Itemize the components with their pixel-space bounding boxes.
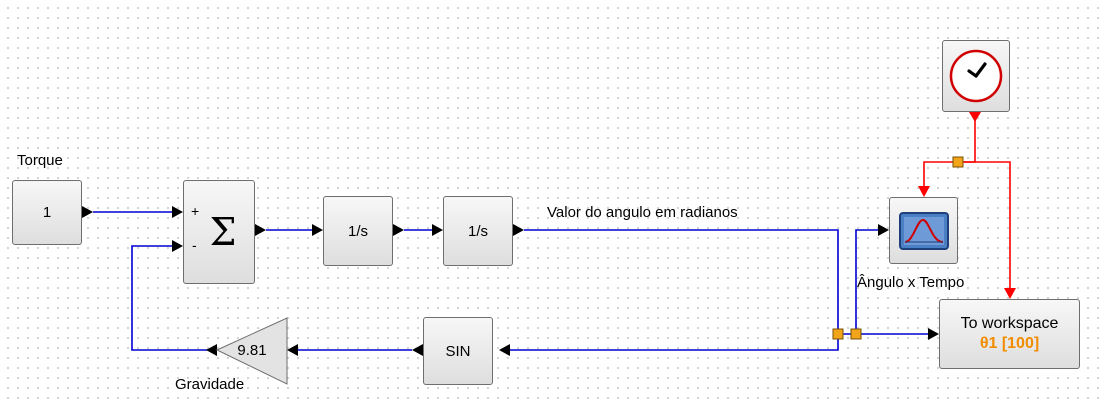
event-arrow-workspace xyxy=(1004,288,1016,299)
arrow-sum-in2 xyxy=(172,240,183,252)
arrow-int2-in xyxy=(432,224,443,236)
integrator-1-label: 1/s xyxy=(347,222,368,240)
clock-block[interactable] xyxy=(942,40,1010,112)
arrow-int1-in xyxy=(312,224,323,236)
scope-icon xyxy=(898,211,949,250)
link-int2-to-split[interactable] xyxy=(524,229,839,334)
split-point-signal-1[interactable] xyxy=(832,328,844,340)
link-split-to-sin[interactable] xyxy=(510,334,839,351)
arrow-sum-in1 xyxy=(172,206,183,218)
port-sin-out xyxy=(412,344,423,356)
integrator-block-1[interactable]: 1/s xyxy=(323,196,393,266)
constant-block[interactable]: 1 xyxy=(12,180,82,245)
link-gain-to-sum[interactable] xyxy=(131,245,217,351)
workspace-title: To workspace xyxy=(960,315,1059,332)
event-link-clock[interactable] xyxy=(958,114,976,163)
integrator-block-2[interactable]: 1/s xyxy=(443,196,513,266)
split-point-signal-2[interactable] xyxy=(850,328,862,340)
clock-icon xyxy=(949,49,1003,103)
arrow-gain-out xyxy=(206,344,217,356)
workspace-variable: θ1 [100] xyxy=(979,335,1040,352)
port-int2-out xyxy=(513,224,524,236)
torque-label: Torque xyxy=(17,152,63,169)
scope-block[interactable] xyxy=(889,197,958,264)
link-split-to-scope[interactable] xyxy=(855,229,878,334)
sum-block[interactable]: + - Σ xyxy=(183,180,255,284)
gain-block[interactable] xyxy=(215,317,288,385)
to-workspace-block[interactable]: To workspace θ1 [100] xyxy=(939,299,1080,369)
event-link-to-workspace[interactable] xyxy=(958,161,1011,288)
sin-label: SIN xyxy=(445,342,471,360)
gravidade-label: Gravidade xyxy=(175,376,245,393)
sin-block[interactable]: SIN xyxy=(423,317,493,385)
constant-value: 1 xyxy=(42,204,52,221)
arrow-sin-in xyxy=(499,344,510,356)
sum-symbol: Σ xyxy=(209,210,237,254)
event-port-clock xyxy=(969,112,981,122)
sum-plus-sign: + xyxy=(191,203,200,219)
port-sum-out xyxy=(255,224,266,236)
event-link-to-scope[interactable] xyxy=(923,161,958,186)
scope-title-label: Ângulo x Tempo xyxy=(857,274,965,291)
integrator-2-label: 1/s xyxy=(467,222,488,240)
arrow-gain-in xyxy=(287,344,298,356)
port-const-out xyxy=(82,206,93,218)
sum-minus-sign: - xyxy=(192,237,197,253)
gain-value: 9.81 xyxy=(237,342,266,359)
split-point-event[interactable] xyxy=(952,156,964,168)
arrow-workspace-in xyxy=(928,328,939,340)
port-int1-out xyxy=(393,224,404,236)
arrow-scope-in xyxy=(878,224,889,236)
wire-label: Valor do angulo em radianos xyxy=(547,204,738,221)
event-arrow-scope xyxy=(918,186,930,197)
